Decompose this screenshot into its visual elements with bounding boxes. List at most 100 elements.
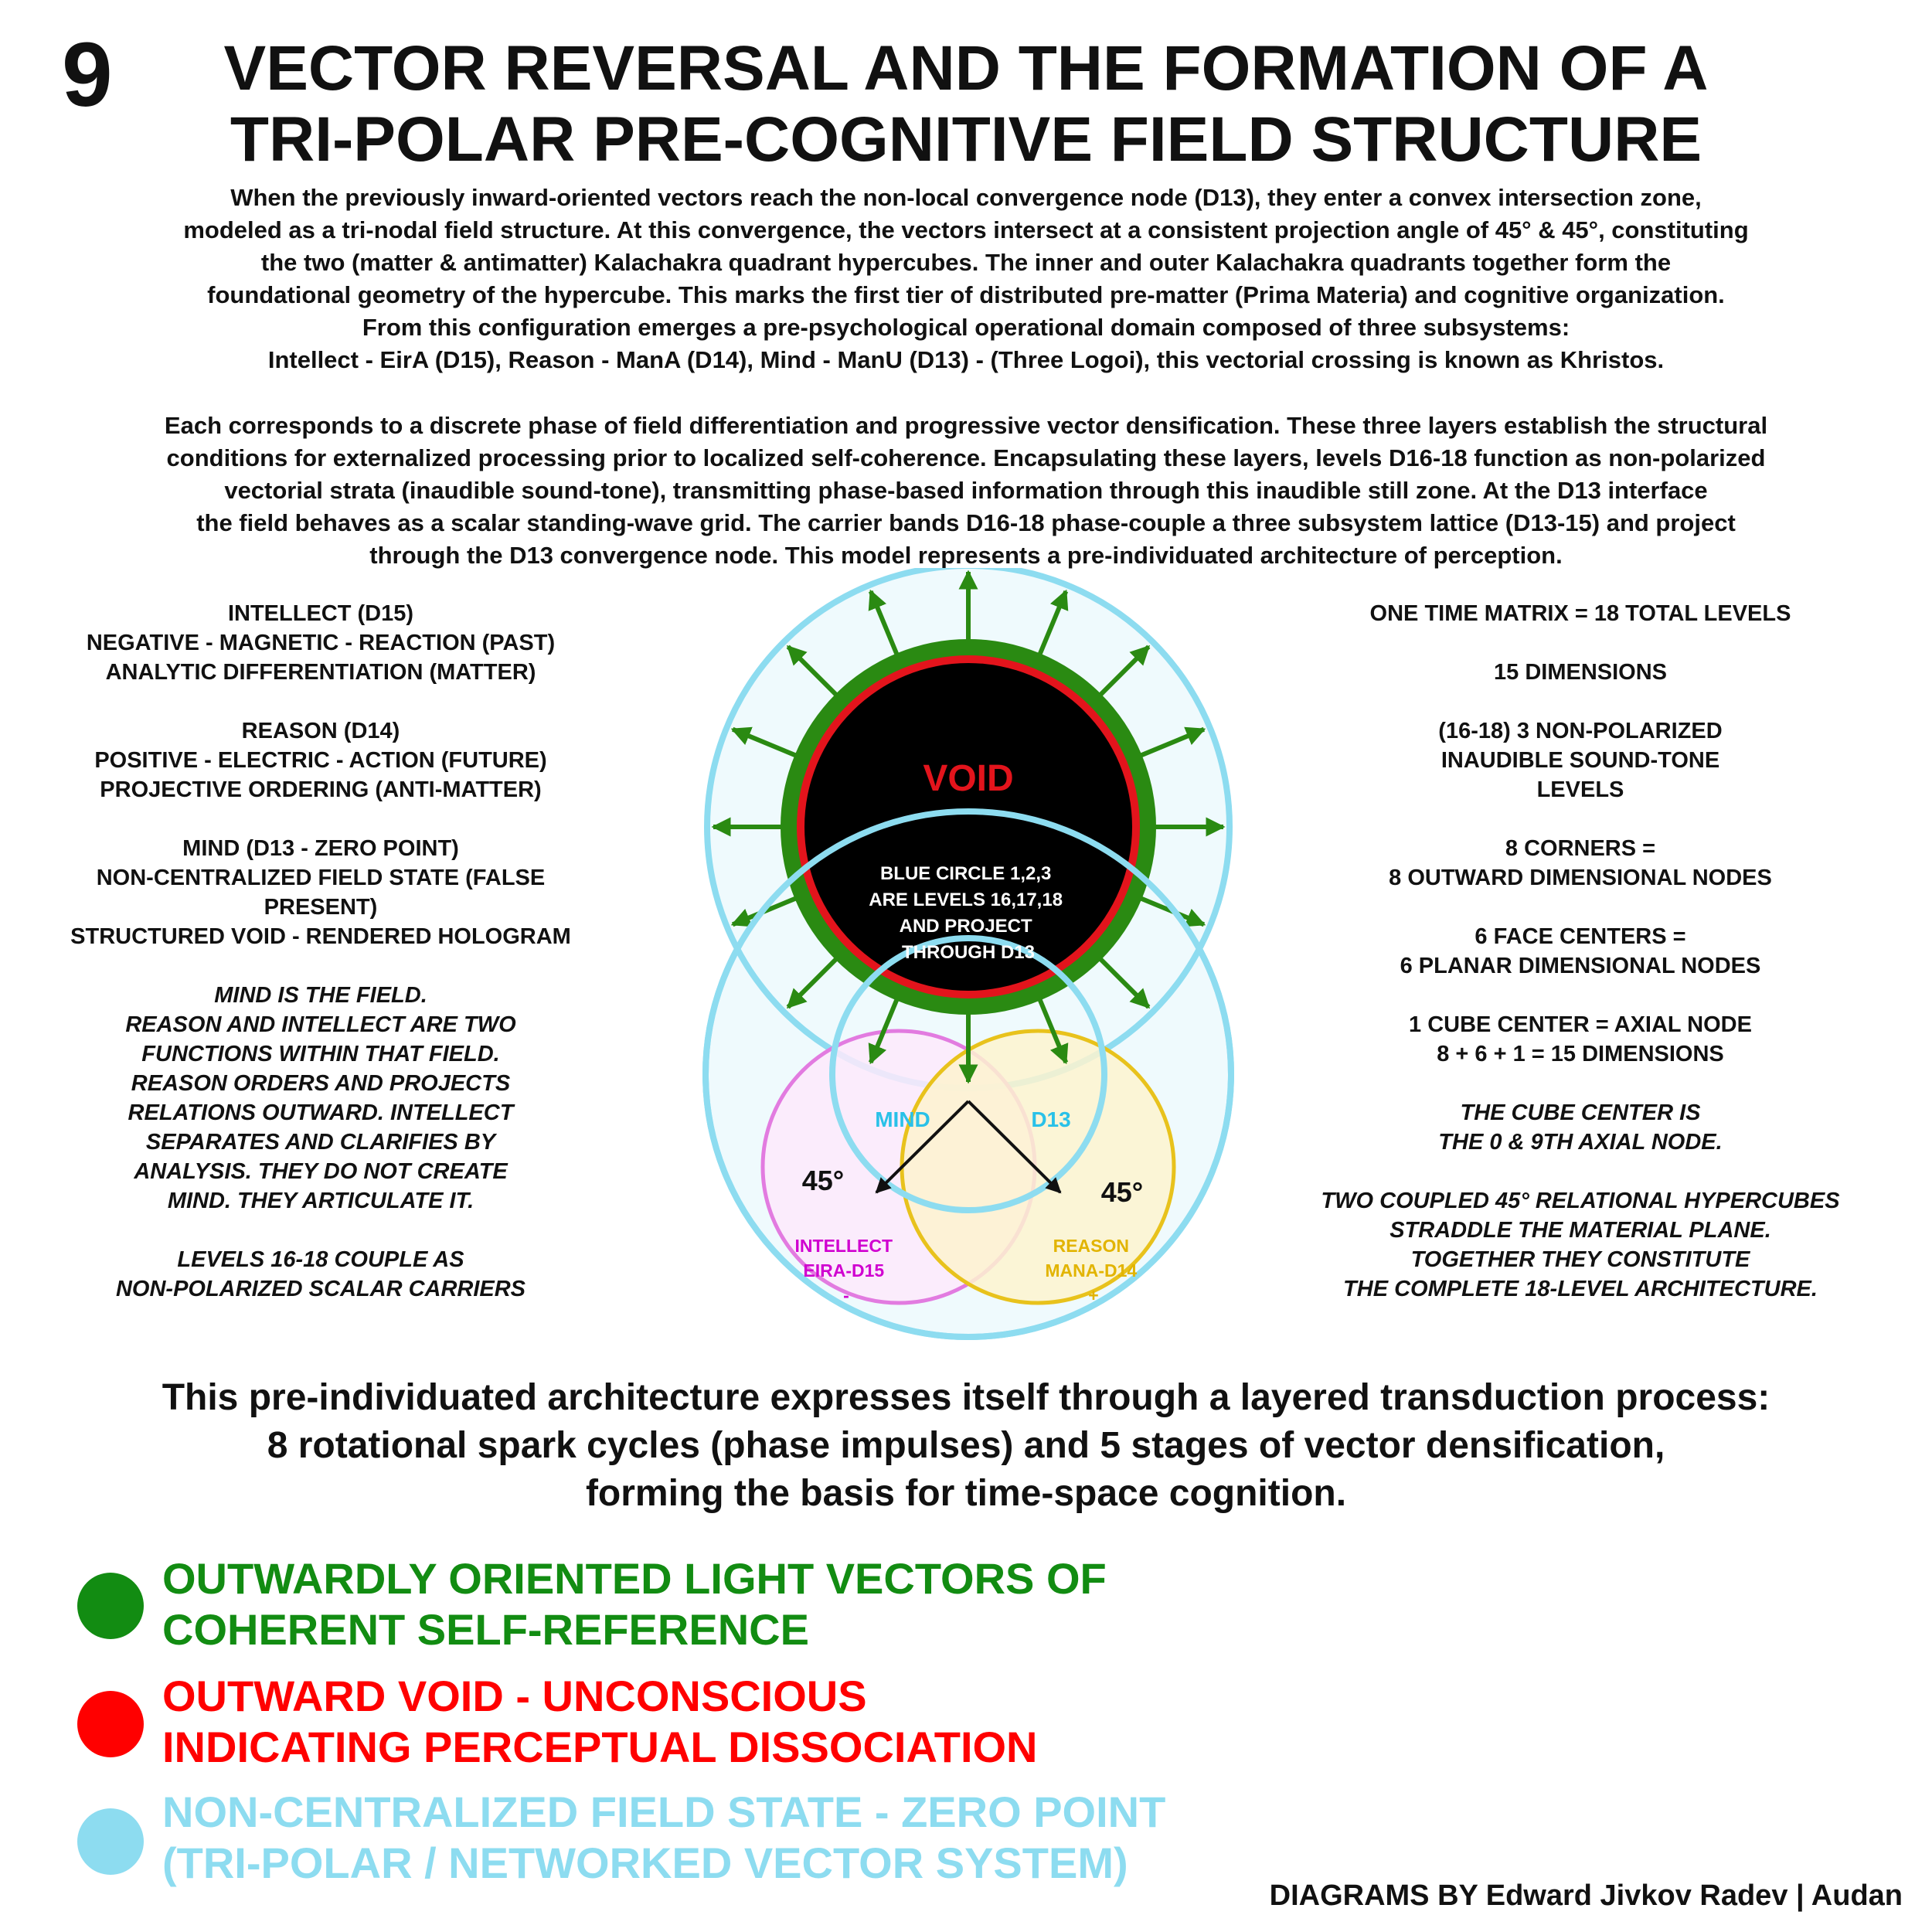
note-line: INAUDIBLE SOUND-TONE	[1440, 748, 1720, 773]
legend-line: OUTWARD VOID - UNCONSCIOUS	[162, 1672, 867, 1720]
outer-field-ring-overlay	[702, 808, 1234, 1340]
intellect-note: INTELLECT (D15) NEGATIVE - MAGNETIC - RE…	[43, 599, 599, 687]
note-line: 8 + 6 + 1 = 15 DIMENSIONS	[1437, 1042, 1724, 1066]
page-number: 9	[62, 24, 113, 126]
void-label: VOID	[923, 758, 1013, 799]
summary-line: 8 rotational spark cycles (phase impulse…	[267, 1425, 1665, 1466]
intro-line: through the D13 convergence node. This m…	[369, 542, 1563, 569]
note-line: NON-POLARIZED SCALAR CARRIERS	[115, 1277, 526, 1301]
outward-vector-arrow	[868, 589, 901, 660]
note-line: TWO COUPLED 45° RELATIONAL HYPERCUBES	[1321, 1189, 1840, 1213]
intro-paragraph-1: When the previously inward-oriented vect…	[54, 182, 1878, 376]
tri-polar-field-diagram: VOID BLUE CIRCLE 1,2,3 ARE LEVELS 16,17,…	[702, 568, 1234, 1340]
light-blue-circle-icon	[77, 1808, 144, 1875]
dimensions-note: 15 DIMENSIONS	[1302, 658, 1859, 687]
mind-circle	[829, 935, 1107, 1213]
levels-couple-note: LEVELS 16-18 COUPLE AS NON-POLARIZED SCA…	[43, 1245, 599, 1304]
intro-line: the field behaves as a scalar standing-w…	[196, 509, 1736, 536]
corners-note: 8 CORNERS = 8 OUTWARD DIMENSIONAL NODES	[1302, 834, 1859, 893]
outward-vector-arrow	[1036, 994, 1069, 1065]
field-statement-note: MIND IS THE FIELD. REASON AND INTELLECT …	[43, 981, 599, 1216]
note-line: NON-CENTRALIZED FIELD STATE (FALSE PRESE…	[96, 866, 546, 920]
summary-line: This pre-individuated architecture expre…	[162, 1377, 1770, 1418]
legend-green-text: OUTWARDLY ORIENTED LIGHT VECTORS OF COHE…	[162, 1553, 1107, 1655]
intellect-label-line: EIRA-D15	[803, 1260, 884, 1281]
outward-vector-arrow	[1135, 726, 1206, 760]
legend-red-text: OUTWARD VOID - UNCONSCIOUS INDICATING PE…	[162, 1671, 1038, 1773]
note-line: THE CUBE CENTER IS	[1460, 1100, 1701, 1125]
outward-vector-arrow	[868, 994, 901, 1065]
note-line: MIND (D13 - ZERO POINT)	[182, 836, 459, 861]
intro-line: foundational geometry of the hypercube. …	[207, 281, 1725, 308]
note-line: 8 OUTWARD DIMENSIONAL NODES	[1389, 866, 1772, 890]
note-line: POSITIVE - ELECTRIC - ACTION (FUTURE)	[94, 748, 547, 773]
blue-circle-note: BLUE CIRCLE 1,2,3 ARE LEVELS 16,17,18 AN…	[869, 863, 1067, 963]
note-line: TOGETHER THEY CONSTITUTE	[1410, 1247, 1750, 1272]
note-line: 1 CUBE CENTER = AXIAL NODE	[1409, 1012, 1752, 1037]
intro-line: Intellect - EirA (D15), Reason - ManA (D…	[267, 346, 1665, 373]
summary-text: This pre-individuated architecture expre…	[54, 1374, 1878, 1518]
intellect-label: INTELLECT EIRA-D15 -	[795, 1236, 898, 1305]
page-title-line-1: VECTOR REVERSAL AND THE FORMATION OF A	[223, 33, 1709, 104]
angle-right-label: 45°	[1101, 1176, 1143, 1208]
left-notes: INTELLECT (D15) NEGATIVE - MAGNETIC - RE…	[43, 599, 599, 1304]
outward-light-vectors	[711, 570, 1226, 1084]
note-line: (16-18) 3 NON-POLARIZED	[1438, 719, 1723, 743]
intellect-label-line: INTELLECT	[795, 1236, 893, 1256]
reason-label: REASON MANA-D14 +	[1045, 1236, 1141, 1305]
blue-circle-note-line: THROUGH D13	[902, 942, 1035, 963]
intro-line: When the previously inward-oriented vect…	[230, 184, 1702, 211]
vector-to-intellect	[875, 1100, 970, 1194]
vector-to-reason	[967, 1100, 1062, 1194]
legend-line: INDICATING PERCEPTUAL DISSOCIATION	[162, 1723, 1038, 1771]
note-line: 8 CORNERS =	[1505, 836, 1656, 861]
credit-line: DIAGRAMS BY Edward Jivkov Radev | Audan	[1269, 1879, 1903, 1912]
intro-line: conditions for externalized processing p…	[166, 444, 1766, 471]
blue-circle-note-line: ARE LEVELS 16,17,18	[869, 889, 1063, 910]
note-line: THE COMPLETE 18-LEVEL ARCHITECTURE.	[1343, 1277, 1818, 1301]
note-line: ONE TIME MATRIX = 18 TOTAL LEVELS	[1369, 601, 1791, 626]
mind-note: MIND (D13 - ZERO POINT) NON-CENTRALIZED …	[43, 834, 599, 951]
reason-label-line: +	[1088, 1285, 1098, 1305]
note-line: SEPARATES AND CLARIFIES BY	[145, 1130, 496, 1155]
green-circle-icon	[77, 1573, 144, 1639]
outward-vector-arrow	[1095, 645, 1151, 700]
hypercubes-note: TWO COUPLED 45° RELATIONAL HYPERCUBES ST…	[1302, 1186, 1859, 1304]
intro-line: the two (matter & antimatter) Kalachakra…	[260, 249, 1672, 276]
intellect-label-line: -	[843, 1285, 849, 1305]
reason-label-line: REASON	[1053, 1236, 1129, 1256]
note-line: ANALYSIS. THEY DO NOT CREATE	[134, 1159, 508, 1184]
note-line: MIND. THEY ARTICULATE IT.	[167, 1189, 474, 1213]
void-core	[804, 663, 1132, 991]
note-line: INTELLECT (D15)	[227, 601, 414, 626]
note-line: REASON AND INTELLECT ARE TWO	[125, 1012, 516, 1037]
outward-vector-arrow	[1036, 589, 1069, 660]
note-line: REASON (D14)	[241, 719, 400, 743]
note-line: RELATIONS OUTWARD. INTELLECT	[128, 1100, 514, 1125]
note-line: MIND IS THE FIELD.	[214, 983, 427, 1008]
intro-line: vectorial strata (inaudible sound-tone),…	[224, 477, 1708, 504]
red-circle-icon	[77, 1691, 144, 1757]
blue-circle-note-line: BLUE CIRCLE 1,2,3	[880, 863, 1051, 884]
time-matrix-note: ONE TIME MATRIX = 18 TOTAL LEVELS	[1302, 599, 1859, 628]
intro-line: From this configuration emerges a pre-ps…	[362, 314, 1570, 341]
outward-vector-arrow	[1095, 954, 1151, 1009]
blue-circle-note-line: AND PROJECT	[900, 916, 1032, 937]
note-line: 6 FACE CENTERS =	[1475, 924, 1686, 949]
faces-note: 6 FACE CENTERS = 6 PLANAR DIMENSIONAL NO…	[1302, 922, 1859, 981]
cube-center-note: 1 CUBE CENTER = AXIAL NODE 8 + 6 + 1 = 1…	[1302, 1010, 1859, 1069]
page-title-line-2: TRI-POLAR PRE-COGNITIVE FIELD STRUCTURE	[230, 104, 1702, 175]
outward-vector-arrow	[786, 954, 842, 1009]
intro-paragraph-2: Each corresponds to a discrete phase of …	[54, 410, 1878, 572]
summary-line: forming the basis for time-space cogniti…	[585, 1473, 1347, 1514]
outward-vector-arrow	[730, 726, 801, 760]
note-line: ANALYTIC DIFFERENTIATION (MATTER)	[105, 660, 536, 685]
intro-line: Each corresponds to a discrete phase of …	[164, 412, 1768, 439]
angle-left-label: 45°	[802, 1165, 844, 1196]
legend-line: COHERENT SELF-REFERENCE	[162, 1605, 809, 1654]
note-line: 15 DIMENSIONS	[1494, 660, 1667, 685]
note-line: PROJECTIVE ORDERING (ANTI-MATTER)	[100, 777, 542, 802]
axial-note: THE CUBE CENTER IS THE 0 & 9TH AXIAL NOD…	[1302, 1098, 1859, 1157]
legend-line: NON-CENTRALIZED FIELD STATE - ZERO POINT	[162, 1787, 1166, 1836]
note-line: STRADDLE THE MATERIAL PLANE.	[1389, 1218, 1771, 1243]
